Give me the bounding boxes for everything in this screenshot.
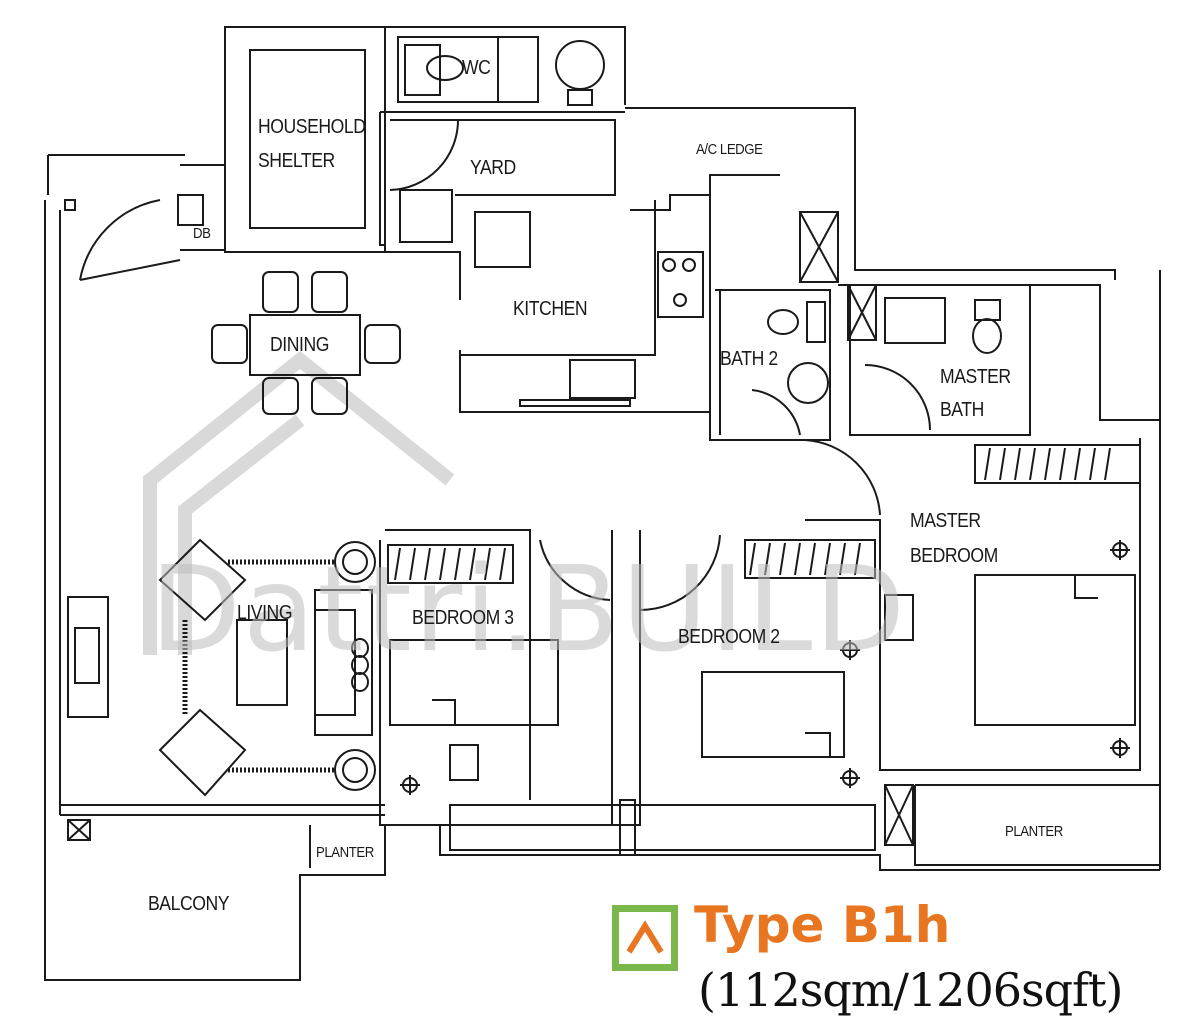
living-sofa — [314, 589, 373, 736]
dining-table — [249, 314, 361, 376]
outer-wall-left — [44, 200, 386, 981]
planter-right-label: PLANTER — [1005, 823, 1063, 840]
master-bath-label-1: MASTER — [940, 366, 1011, 388]
armchair-top — [158, 538, 247, 622]
caret-up-icon — [626, 920, 664, 954]
armchair-bottom — [158, 708, 247, 797]
ac-ledge-label: A/C LEDGE — [696, 141, 763, 158]
household-shelter-label-2: SHELTER — [258, 150, 335, 172]
bedroom2-label: BEDROOM 2 — [678, 626, 780, 648]
bath2-label: BATH 2 — [720, 348, 778, 370]
wc-label: WC — [462, 57, 491, 79]
unit-type-badge — [612, 905, 678, 971]
kitchen-label: KITCHEN — [513, 298, 588, 320]
living-label: LIVING — [237, 602, 293, 624]
master-bedroom-label-2: BEDROOM — [910, 545, 998, 567]
db-label: DB — [193, 225, 211, 242]
yard-label: YARD — [470, 157, 516, 179]
master-bedroom-label-1: MASTER — [910, 510, 981, 532]
master-bath-label-2: BATH — [940, 399, 984, 421]
entrance-door — [79, 199, 181, 281]
balcony-label: BALCONY — [148, 893, 230, 915]
watermark-house-icon — [143, 351, 455, 655]
dining-label: DINING — [270, 334, 329, 356]
watermark-text: Dattri.BUILD — [150, 540, 908, 678]
bedroom3-label: BEDROOM 3 — [412, 607, 514, 629]
household-shelter-label-1: HOUSEHOLD — [258, 116, 366, 138]
unit-area: (112sqm/1206sqft) — [698, 963, 1123, 1017]
unit-type-title: Type B1h — [694, 896, 951, 954]
planter-left-label: PLANTER — [316, 844, 374, 861]
